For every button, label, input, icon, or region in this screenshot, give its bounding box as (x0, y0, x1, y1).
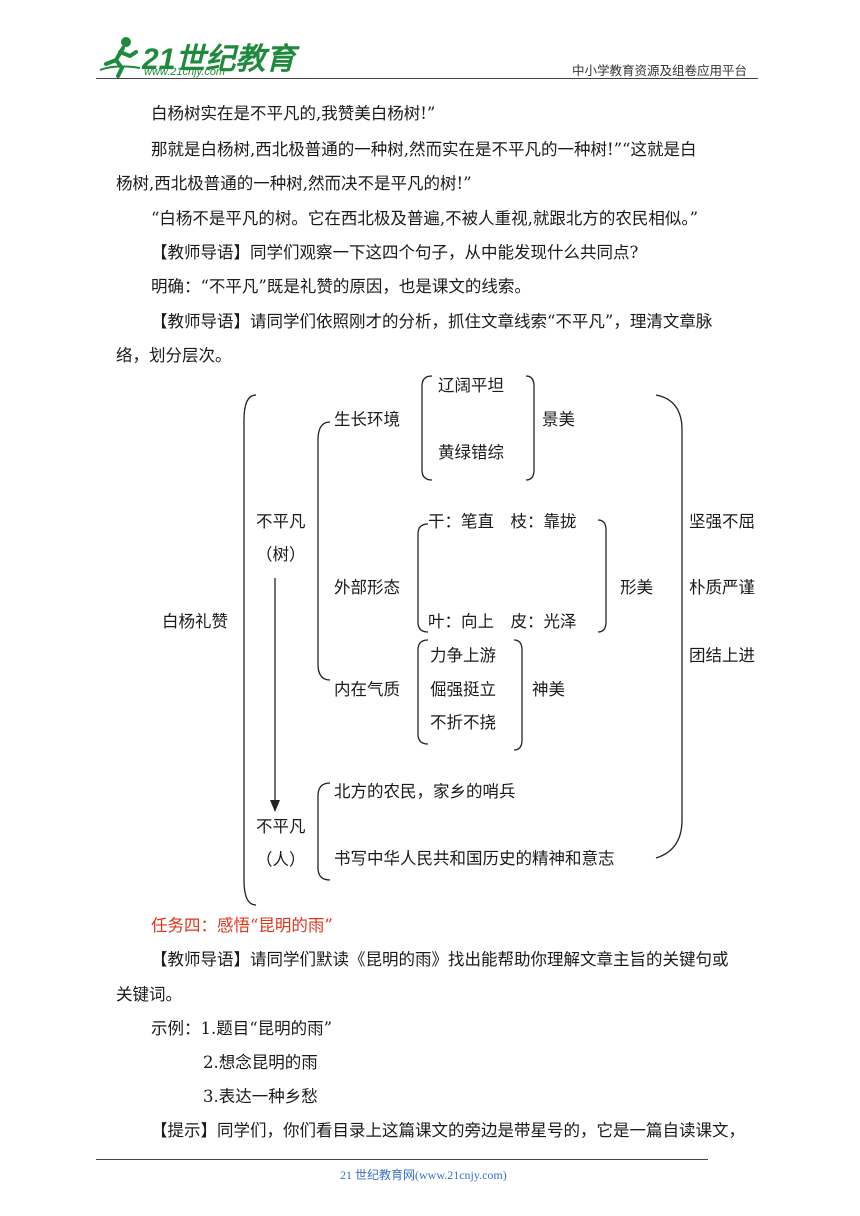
tip-line: 【提示】同学们，你们看目录上这篇课文的旁边是带星号的，它是一篇自读课文， (151, 1121, 745, 1140)
people-item: 北方的农民，家乡的哨兵 (334, 782, 516, 801)
env-label: 生长环境 (334, 410, 400, 429)
env-right-bracket (525, 375, 535, 481)
runner-logo-icon (99, 37, 141, 78)
quality-item: 团结上进 (689, 646, 755, 665)
spirit-item: 不折不挠 (430, 713, 496, 732)
paragraph-line: 关键词。 (116, 985, 182, 1004)
shape-item: 叶：向上 皮：光泽 (428, 612, 577, 631)
paragraph-line: 明确：“不平凡”既是礼赞的原因，也是课文的线索。 (151, 277, 531, 296)
paragraph-line: 那就是白杨树,西北极普通的一种树,然而实在是不平凡的一种树!”“这就是白 (151, 140, 697, 159)
paragraph-line: 【教师导语】同学们观察一下这四个句子，从中能发现什么共同点? (151, 243, 639, 262)
people-brace (317, 782, 331, 881)
spirit-item: 力争上游 (430, 646, 496, 665)
header-rule (96, 78, 758, 79)
logo[interactable]: 21世纪教育 www.21cnjy.com (96, 34, 295, 80)
example-line: 2.想念昆明的雨 (203, 1053, 318, 1072)
spirit-item: 倔强挺立 (430, 680, 496, 699)
people-label: 不平凡 (256, 817, 306, 836)
shape-beauty: 形美 (620, 578, 653, 597)
paragraph-line: 杨树,西北极普通的一种树,然而决不是平凡的树!” (116, 174, 472, 193)
example-line: 示例：1.题目“昆明的雨” (151, 1019, 333, 1038)
footer-rule (96, 1159, 708, 1160)
header-platform-text: 中小学教育资源及组卷应用平台 (572, 63, 748, 78)
arrow-head-icon (270, 800, 280, 812)
paragraph-line: 络，划分层次。 (116, 346, 232, 365)
task-title: 任务四：感悟“昆明的雨” (151, 916, 333, 935)
spirit-beauty: 神美 (532, 680, 565, 699)
diagram-root: 白杨礼赞 (162, 612, 228, 631)
quality-brace (655, 394, 683, 859)
env-left-bracket (421, 375, 433, 481)
shape-item: 干：笔直 枝：靠拢 (428, 512, 577, 531)
quality-item: 坚强不屈 (689, 512, 755, 531)
footer-link[interactable]: 21 世纪教育网(www.21cnjy.com) (340, 1168, 507, 1182)
tree-label-sub: （树） (256, 545, 306, 564)
env-beauty: 景美 (542, 410, 575, 429)
tree-brace (317, 421, 331, 681)
shape-label: 外部形态 (334, 578, 400, 597)
paragraph-line: “白杨不是平凡的树。它在西北极及普遍,不被人重视,就跟北方的农民相似。” (151, 209, 699, 228)
logo-text: 21世纪教育 (142, 43, 296, 76)
spirit-right-bracket (513, 639, 523, 751)
env-item: 辽阔平坦 (438, 376, 504, 395)
people-item: 书写中华人民共和国历史的精神和意志 (334, 849, 615, 868)
quality-item: 朴质严谨 (689, 578, 755, 597)
spirit-left-bracket (417, 639, 429, 745)
people-label-sub: （人） (256, 850, 306, 869)
shape-right-bracket (597, 519, 607, 633)
logo-url: www.21cnjy.com (144, 66, 226, 78)
spirit-label: 内在气质 (334, 680, 400, 699)
paragraph-line: 【教师导语】请同学们依照刚才的分析，抓住文章线索“不平凡”，理清文章脉 (151, 312, 713, 331)
shape-left-bracket (417, 523, 429, 633)
env-item: 黄绿错综 (438, 443, 504, 462)
example-line: 3.表达一种乡愁 (203, 1087, 318, 1106)
paragraph-line: 白杨树实在是不平凡的,我赞美白杨树!” (151, 104, 436, 123)
tree-label: 不平凡 (256, 512, 306, 531)
paragraph-line: 【教师导语】请同学们默读《昆明的雨》找出能帮助你理解文章主旨的关键句或 (151, 950, 729, 969)
root-brace (243, 394, 257, 906)
